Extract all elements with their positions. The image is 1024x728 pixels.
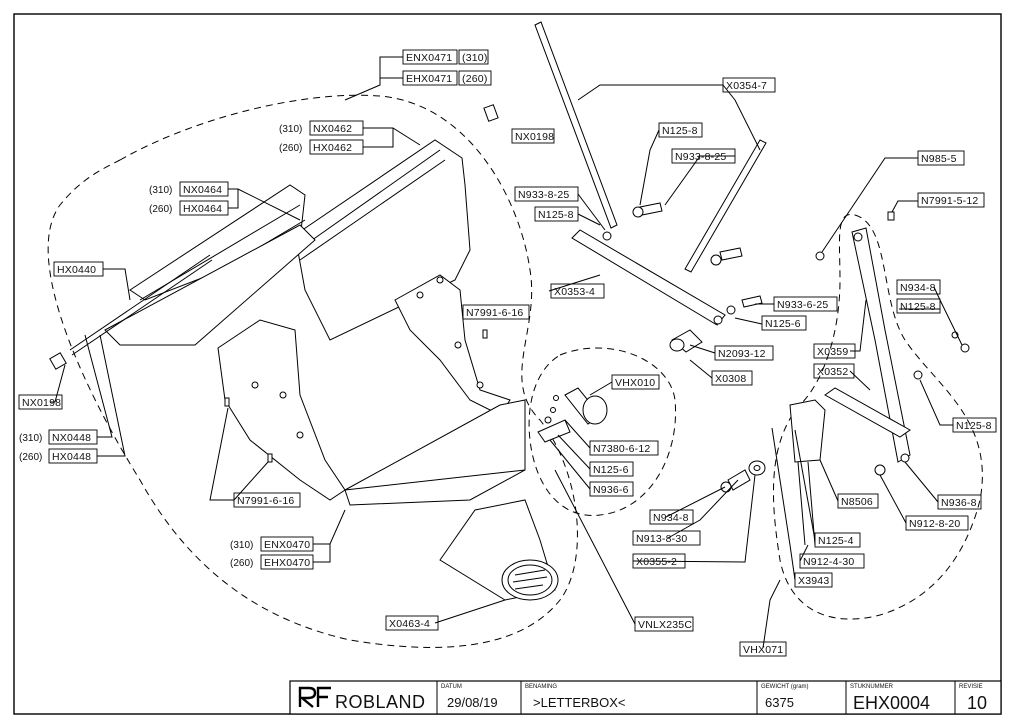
label-enx0471: ENX0471 (406, 52, 452, 64)
label-n934-8-right: N934-8 (900, 282, 936, 294)
label-nx0464: NX0464 (183, 184, 222, 196)
leader-lines (50, 56, 963, 649)
letterbox-housing (49, 104, 559, 601)
date-label: DATUM (441, 684, 462, 690)
label-hx0440: HX0440 (57, 264, 96, 276)
label-nx0462-variant: (310) (279, 124, 302, 135)
label-n125-8-left: N125-8 (538, 209, 574, 221)
label-n933-8-25-left: N933-8-25 (518, 189, 569, 201)
drawing-name: >LETTERBOX< (533, 695, 625, 710)
label-n936-8: N936-8 (941, 497, 977, 509)
label-n913-8-30: N913-8-30 (636, 533, 687, 545)
label-n933-6-25: N933-6-25 (777, 299, 828, 311)
revision-value: 10 (967, 693, 987, 713)
label-enx0470: ENX0470 (264, 539, 310, 551)
label-n933-8-25-right: N933-8-25 (675, 151, 726, 163)
revision-label: REVISIE (959, 684, 983, 690)
label-ehx0470: EHX0470 (264, 557, 310, 569)
label-enx0471-variant: (310) (462, 52, 488, 64)
label-enx0470-variant: (310) (230, 540, 253, 551)
weight-value: 6375 (765, 695, 794, 710)
group-boundary-vhx071 (772, 214, 983, 620)
label-x0463-4: X0463-4 (389, 618, 430, 630)
label-n125-6: N125-6 (765, 318, 801, 330)
label-x3943: X3943 (798, 575, 829, 587)
label-x0352: X0352 (817, 366, 848, 378)
label-x0354-7: X0354-7 (726, 80, 767, 92)
label-n7991-6-16-bottom: N7991-6-16 (237, 495, 294, 507)
label-vnlx235c: VNLX235C (638, 619, 692, 631)
label-n934-8-lower: N934-8 (653, 512, 689, 524)
label-n125-6-vhx010: N125-6 (593, 464, 629, 476)
weight-label: GEWICHT (gram) (761, 684, 809, 690)
callout-text: ENX0471 (310) EHX0471 (260) (310) NX0462… (19, 52, 992, 656)
group-boundary-vhx010 (528, 347, 677, 516)
label-nx0462: NX0462 (313, 123, 352, 135)
label-nx0448: NX0448 (52, 432, 91, 444)
label-n7991-5-12: N7991-5-12 (921, 195, 978, 207)
label-nx0198-top: NX0198 (515, 131, 554, 143)
label-nx0464-variant: (310) (149, 185, 172, 196)
label-ehx0471-variant: (260) (462, 73, 488, 85)
date-value: 29/08/19 (447, 695, 498, 710)
label-n125-8-top: N125-8 (662, 125, 698, 137)
label-nx0448-variant: (310) (19, 433, 42, 444)
label-n912-8-20: N912-8-20 (909, 518, 960, 530)
label-ehx0471: EHX0471 (406, 73, 452, 85)
label-hx0448-variant: (260) (19, 452, 42, 463)
part-number-value: EHX0004 (853, 693, 930, 713)
label-n912-4-30: N912-4-30 (803, 556, 854, 568)
title-block: ROBLAND DATUM 29/08/19 BENAMING >LETTERB… (289, 680, 1002, 715)
label-x0355-2: X0355-2 (636, 556, 677, 568)
callout-labels (18, 49, 997, 657)
label-x0359: X0359 (817, 346, 848, 358)
label-hx0448: HX0448 (52, 451, 91, 463)
label-hx0464-variant: (260) (149, 204, 172, 215)
label-n125-8-right: N125-8 (900, 301, 936, 313)
label-hx0462: HX0462 (313, 142, 352, 154)
label-vhx010: VHX010 (615, 377, 655, 389)
label-n936-6: N936-6 (593, 484, 629, 496)
label-n8506: N8506 (841, 496, 873, 508)
label-nx0198-left: NX0198 (22, 397, 61, 409)
label-ehx0470-variant: (260) (230, 558, 253, 569)
label-vhx071: VHX071 (743, 644, 783, 656)
brand-name: ROBLAND (335, 692, 426, 712)
part-number-label: STUKNUMMER (850, 684, 894, 690)
label-hx0464: HX0464 (183, 203, 222, 215)
linkage-parts (534, 21, 970, 546)
robland-rf-logo-icon (298, 686, 331, 708)
label-x0353-4: X0353-4 (554, 286, 595, 298)
label-n2093-12: N2093-12 (718, 348, 766, 360)
name-label: BENAMING (525, 684, 557, 690)
label-n985-5: N985-5 (921, 153, 957, 165)
label-n7380-6-12: N7380-6-12 (593, 443, 650, 455)
label-x0308: X0308 (715, 373, 746, 385)
label-n125-4: N125-4 (818, 535, 854, 547)
label-n7991-6-16-right: N7991-6-16 (466, 307, 523, 319)
label-hx0462-variant: (260) (279, 143, 302, 154)
label-n125-8-lower: N125-8 (956, 420, 992, 432)
